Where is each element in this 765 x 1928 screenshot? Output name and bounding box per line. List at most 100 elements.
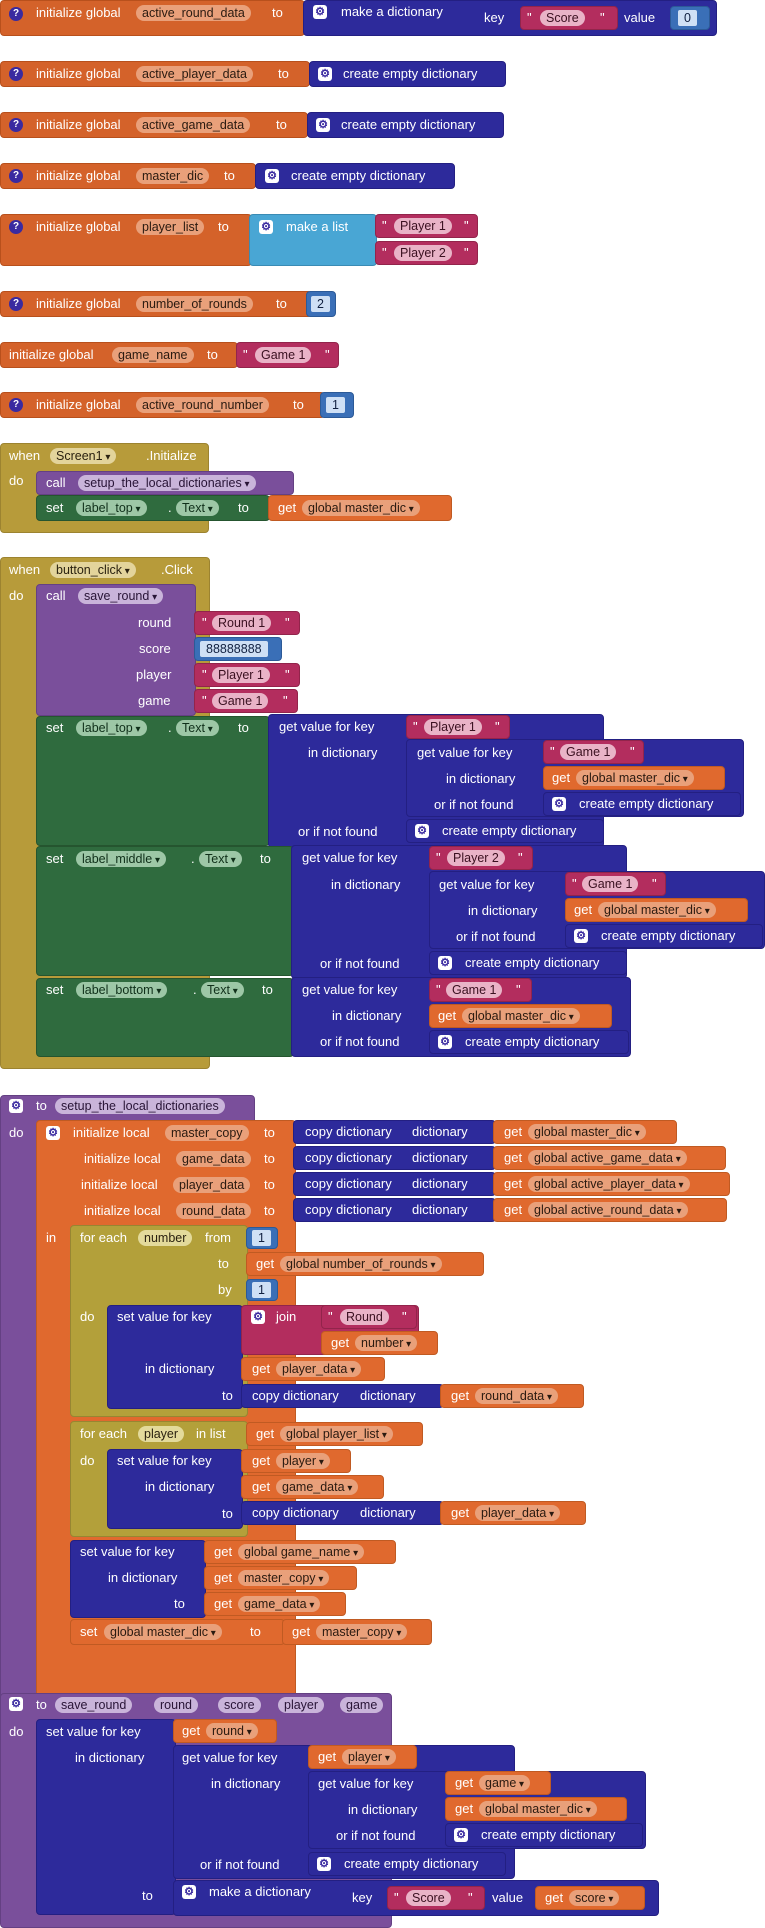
set-label-middle-text-block[interactable] [36,846,294,976]
text-value[interactable]: Score [540,10,585,26]
component-dropdown[interactable]: label_top [76,720,147,736]
variable-dropdown[interactable]: global master_dic [598,902,716,918]
component-dropdown[interactable]: button_click [50,562,136,578]
variable-dropdown[interactable]: game [479,1775,531,1791]
variable-dropdown[interactable]: global master_dic [302,500,420,516]
help-icon[interactable]: ? [9,297,23,311]
help-icon[interactable]: ? [9,220,23,234]
global-name[interactable]: active_player_data [136,66,253,82]
text-value[interactable]: Player 2 [447,850,505,866]
set-value-for-key-block[interactable] [36,1719,176,1915]
init-global-number-of-rounds[interactable] [0,291,312,317]
component-dropdown[interactable]: label_middle [76,851,166,867]
variable-dropdown[interactable]: global master_dic [479,1801,597,1817]
local-name[interactable]: master_copy [165,1125,249,1141]
local-name[interactable]: game_data [176,1151,251,1167]
variable-dropdown[interactable]: global active_player_data [528,1176,690,1192]
variable-dropdown[interactable]: master_copy [238,1570,330,1586]
set-value-for-key-block[interactable] [70,1540,206,1618]
global-name[interactable]: master_dic [136,168,210,184]
property-dropdown[interactable]: Text [199,851,242,867]
create-empty-dictionary-block[interactable] [445,1823,643,1847]
create-empty-dictionary-block[interactable] [309,61,506,87]
number-value[interactable]: 0 [678,10,697,26]
variable-dropdown[interactable]: game_data [238,1596,321,1612]
help-icon[interactable]: ? [9,169,23,183]
text-value[interactable]: Player 1 [394,218,452,234]
param-score[interactable]: score [218,1697,261,1713]
gear-icon[interactable]: ⚙ [454,1828,468,1842]
global-name[interactable]: active_round_number [136,397,269,413]
global-name[interactable]: active_round_data [136,5,251,21]
local-name[interactable]: round_data [176,1203,252,1219]
variable-dropdown[interactable]: global master_dic [528,1124,646,1140]
gear-icon[interactable]: ⚙ [182,1885,196,1899]
create-empty-dictionary-block[interactable] [406,819,604,843]
variable-dropdown[interactable]: round_data [475,1388,559,1404]
procedure-name[interactable]: save_round [55,1697,133,1713]
property-dropdown[interactable]: Text [176,720,219,736]
global-name[interactable]: number_of_rounds [136,296,253,312]
gear-icon[interactable]: ⚙ [438,1035,452,1049]
param-player[interactable]: player [278,1697,325,1713]
create-empty-dictionary-block[interactable] [308,1852,506,1876]
text-value[interactable]: Player 1 [212,667,270,683]
copy-dictionary-block[interactable] [293,1172,496,1196]
variable-dropdown[interactable]: number [355,1335,418,1351]
component-dropdown[interactable]: label_top [76,500,147,516]
gear-icon[interactable]: ⚙ [552,797,566,811]
variable-dropdown[interactable]: player [342,1749,396,1765]
property-dropdown[interactable]: Text [176,500,219,516]
loop-variable[interactable]: player [138,1426,185,1442]
variable-dropdown[interactable]: player_data [276,1361,362,1377]
copy-dictionary-block[interactable] [241,1384,444,1408]
variable-dropdown[interactable]: global master_dic [576,770,694,786]
create-empty-dictionary-block[interactable] [565,924,763,948]
make-dictionary-block[interactable] [303,0,717,36]
procedure-dropdown[interactable]: save_round [78,588,164,604]
variable-dropdown[interactable]: global game_name [238,1544,365,1560]
variable-dropdown[interactable]: game_data [276,1479,359,1495]
text-value[interactable]: Player 2 [394,245,452,261]
variable-dropdown[interactable]: global master_dic [104,1624,222,1640]
text-value[interactable]: Round 1 [212,615,272,631]
call-save-round-block[interactable] [36,584,196,716]
gear-icon[interactable]: ⚙ [313,5,327,19]
variable-dropdown[interactable]: master_copy [316,1624,408,1640]
init-global-game-name[interactable] [0,342,238,368]
gear-icon[interactable]: ⚙ [438,956,452,970]
gear-icon[interactable]: ⚙ [259,220,273,234]
gear-icon[interactable]: ⚙ [46,1126,60,1140]
gear-icon[interactable]: ⚙ [251,1310,265,1324]
text-value[interactable]: Round [340,1309,389,1325]
gear-icon[interactable]: ⚙ [317,1857,331,1871]
help-icon[interactable]: ? [9,67,23,81]
param-round[interactable]: round [154,1697,198,1713]
variable-dropdown[interactable]: global number_of_rounds [280,1256,442,1272]
number-value[interactable]: 2 [311,296,330,312]
variable-dropdown[interactable]: player [276,1453,330,1469]
gear-icon[interactable]: ⚙ [9,1697,23,1711]
set-label-top-text-block[interactable] [36,716,270,846]
create-empty-dictionary-block[interactable] [543,792,741,816]
create-empty-dictionary-block[interactable] [429,1030,629,1054]
variable-dropdown[interactable]: score [569,1890,620,1906]
gear-icon[interactable]: ⚙ [318,67,332,81]
text-value[interactable]: Player 1 [424,719,482,735]
copy-dictionary-block[interactable] [293,1120,496,1144]
number-value[interactable]: 1 [252,1282,271,1298]
text-value[interactable]: Game 1 [255,347,312,363]
help-icon[interactable]: ? [9,118,23,132]
property-dropdown[interactable]: Text [201,982,244,998]
component-dropdown[interactable]: label_bottom [76,982,168,998]
create-empty-dictionary-block[interactable] [255,163,455,189]
create-empty-dictionary-block[interactable] [429,951,627,975]
copy-dictionary-block[interactable] [293,1198,496,1222]
copy-dictionary-block[interactable] [241,1501,444,1525]
help-icon[interactable]: ? [9,7,23,21]
gear-icon[interactable]: ⚙ [574,929,588,943]
number-value[interactable]: 1 [252,1230,271,1246]
text-value[interactable]: Game 1 [212,693,269,709]
help-icon[interactable]: ? [9,398,23,412]
global-name[interactable]: player_list [136,219,205,235]
